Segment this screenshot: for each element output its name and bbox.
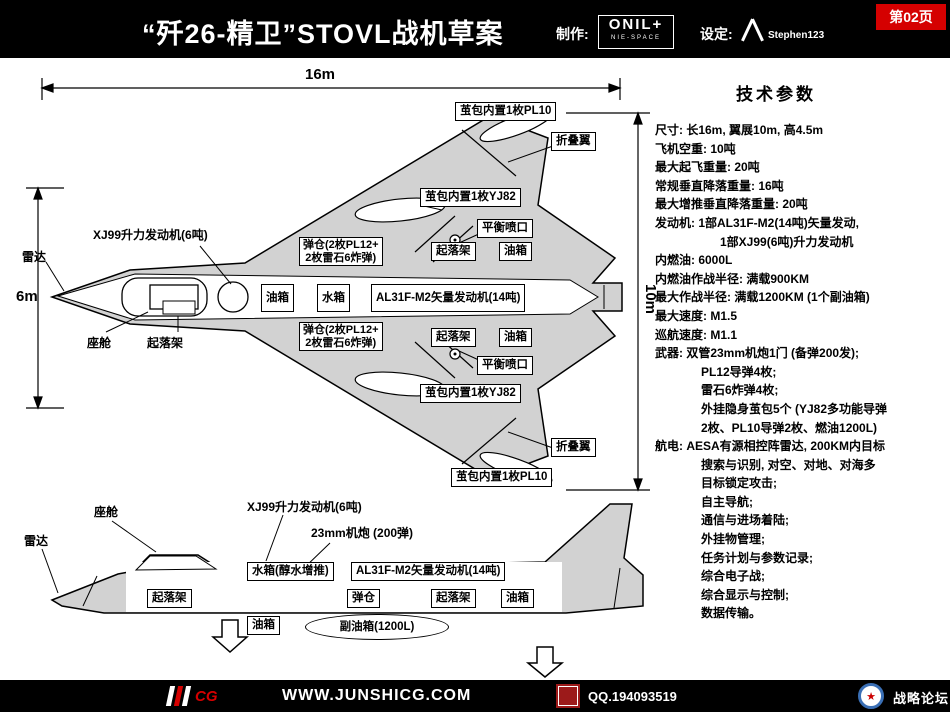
set-by-label: 设定: <box>700 26 733 42</box>
label-gear-top: 起落架 <box>147 336 184 350</box>
dimension-6m-line <box>26 186 64 410</box>
page-number-badge: 第02页 <box>876 4 946 30</box>
label-xj99-side: XJ99升力发动机(6吨) <box>247 500 362 514</box>
header-bar <box>0 0 950 58</box>
website-url: WWW.JUNSHICG.COM <box>282 687 472 704</box>
spec-line: 2枚、PL10导弹2枚、燃油1200L) <box>701 420 878 435</box>
label-pod-yj82-bottom: 茧包内置1枚YJ82 <box>420 384 521 403</box>
specs-title: 技术参数 <box>736 85 816 104</box>
spec-line: 常规垂直降落重量: 16吨 <box>655 178 784 193</box>
dim-wingspan: 10m <box>642 284 659 315</box>
junshicg-logo: CG <box>165 684 218 708</box>
vector-thrust-arrow <box>525 646 565 678</box>
spec-line: 尺寸: 长16m, 翼展10m, 高4.5m <box>655 123 824 137</box>
label-main-engine-top: AL31F-M2矢量发动机(14吨) <box>371 284 526 312</box>
label-folding-wing-bottom: 折叠翼 <box>551 438 596 457</box>
label-fuel-bottom-row: 油箱 <box>499 328 532 347</box>
spec-line: 最大起飞重量: 20吨 <box>655 160 760 175</box>
spec-line: 目标锁定攻击; <box>701 476 777 491</box>
label-xj99-top: XJ99升力发动机(6吨) <box>93 228 208 242</box>
spec-line: 外挂物管理; <box>701 532 765 547</box>
spec-line: 内燃油作战半径: 满载900KM <box>655 271 810 286</box>
spec-line: 任务计划与参数记录; <box>701 550 813 565</box>
label-fuel-top-row: 油箱 <box>499 242 532 261</box>
label-balance-nozzle-bottom: 平衡喷口 <box>477 356 533 375</box>
label-weapon-bay-top: 弹仓(2枚PL12+ 2枚雷石6炸弹) <box>299 237 383 267</box>
logo-stroke-icon <box>181 686 192 706</box>
label-water-mid: 水箱 <box>317 284 350 312</box>
label-gear-bottom-row: 起落架 <box>431 328 476 347</box>
nose-gear-shape <box>162 300 196 315</box>
label-gun-side: 23mm机炮 (200弹) <box>311 526 414 540</box>
spec-line: 飞机空重: 10吨 <box>655 141 736 156</box>
stephen-name: Stephen123 <box>768 30 825 41</box>
label-fuel-mid: 油箱 <box>261 284 294 312</box>
label-pod-pl10-top: 茧包内置1枚PL10 <box>455 102 557 121</box>
spec-line: 外挂隐身茧包5个 (YJ82多功能导弹 <box>701 401 888 416</box>
spec-line: 综合电子战; <box>701 569 765 584</box>
spec-line: 数据传输。 <box>701 606 762 621</box>
spec-line: 最大速度: M1.5 <box>655 308 738 323</box>
label-pod-yj82-top: 茧包内置1枚YJ82 <box>420 188 521 207</box>
label-cockpit-side: 座舱 <box>94 505 119 519</box>
label-balance-nozzle-top: 平衡喷口 <box>477 219 533 238</box>
canopy-shape <box>134 555 218 571</box>
label-gear-side-front: 起落架 <box>147 589 192 608</box>
label-water-tank-side: 水箱(醇水增推) <box>247 562 334 581</box>
stephen-signature: Stephen123 <box>741 14 828 50</box>
spec-line: 最大增推垂直降落重量: 20吨 <box>655 197 808 212</box>
dimension-10m-line <box>566 111 650 492</box>
label-main-engine-side: AL31F-M2矢量发动机(14吨) <box>351 562 506 581</box>
label-radar-side: 雷达 <box>24 534 49 548</box>
label-weapon-bay-bottom: 弹仓(2枚PL12+ 2枚雷石6炸弹) <box>299 322 383 352</box>
made-by-label: 制作: <box>556 26 589 42</box>
spec-line: 雷石6炸弹4枚; <box>701 383 779 398</box>
onil-logo-text: ONIL+ <box>608 16 664 33</box>
spec-line: 内燃油: 6000L <box>655 253 733 268</box>
spec-line: PL12导弹4枚; <box>701 364 777 379</box>
dim-nose-width: 6m <box>16 288 38 305</box>
spec-line: 武器: 双管23mm机炮1门 (备弹200发); <box>655 346 860 361</box>
lift-thrust-arrow <box>211 619 249 654</box>
label-gear-side-rear: 起落架 <box>431 589 476 608</box>
specs-panel: 尺寸: 长16m, 翼展10m, 高4.5m 飞机空重: 10吨 最大起飞重量:… <box>655 121 947 623</box>
dim-length: 16m <box>305 66 336 83</box>
qq-number: QQ.194093519 <box>588 689 677 704</box>
lift-engine-shape <box>217 281 249 313</box>
label-fuel-side-rear: 油箱 <box>501 589 534 608</box>
page-title: “歼26-精卫”STOVL战机草案 <box>142 19 504 49</box>
onil-logo: ONIL+ NIE-SPACE <box>598 15 674 49</box>
forum-name: 战略论坛 <box>893 691 950 706</box>
label-bay-side: 弹仓 <box>347 589 380 608</box>
dimension-16m-line <box>40 78 622 100</box>
label-aux-tank: 副油箱(1200L) <box>305 614 449 640</box>
label-folding-wing-top: 折叠翼 <box>551 132 596 151</box>
spec-line: 搜索与识别, 对空、对地、对海多 <box>701 457 876 472</box>
spec-line: 1部XJ99(6吨)升力发动机 <box>720 234 854 249</box>
onil-logo-subtext: NIE-SPACE <box>611 35 661 41</box>
spec-line: 航电: AESA有源相控阵雷达, 200KM内目标 <box>655 439 886 454</box>
seal-logo-icon <box>556 684 580 708</box>
footer-bar <box>0 680 950 712</box>
spec-line: 最大作战半径: 满载1200KM (1个副油箱) <box>655 290 870 305</box>
label-gear-top-row: 起落架 <box>431 242 476 261</box>
logo-cg-text: CG <box>195 687 218 705</box>
label-radar-top: 雷达 <box>22 250 47 264</box>
spec-line: 巡航速度: M1.1 <box>655 327 738 342</box>
forum-badge-icon: ★ <box>858 683 884 709</box>
spec-line: 发动机: 1部AL31F-M2(14吨)矢量发动, <box>655 215 860 230</box>
spec-line: 综合显示与控制; <box>701 587 789 602</box>
label-fuel-side-under: 油箱 <box>247 616 280 635</box>
label-pod-pl10-bottom: 茧包内置1枚PL10 <box>451 468 553 487</box>
spec-line: 自主导航; <box>701 494 753 509</box>
label-cockpit-top: 座舱 <box>87 336 112 350</box>
spec-line: 通信与进场着陆; <box>701 513 789 528</box>
